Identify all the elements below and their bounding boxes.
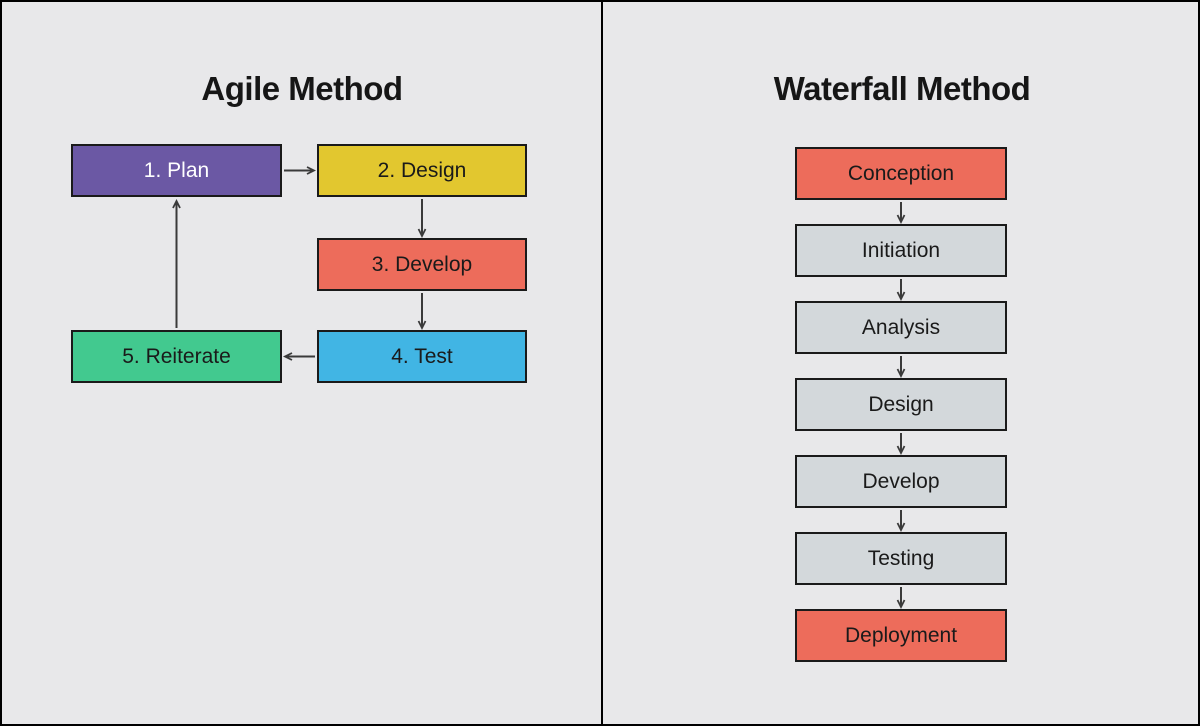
panel-divider <box>601 2 603 724</box>
waterfall-node-conception: Conception <box>795 147 1007 200</box>
waterfall-node-develop: Develop <box>795 455 1007 508</box>
waterfall-node-initiation: Initiation <box>795 224 1007 277</box>
waterfall-node-analysis: Analysis <box>795 301 1007 354</box>
waterfall-panel-title: Waterfall Method <box>773 70 1031 107</box>
waterfall-node-design: Design <box>795 378 1007 431</box>
agile-node-develop: 3. Develop <box>317 238 527 291</box>
agile-node-reiterate: 5. Reiterate <box>71 330 282 383</box>
agile-panel-title: Agile Method <box>201 70 403 107</box>
waterfall-node-testing: Testing <box>795 532 1007 585</box>
agile-node-plan: 1. Plan <box>71 144 282 197</box>
agile-node-design: 2. Design <box>317 144 527 197</box>
waterfall-node-deployment: Deployment <box>795 609 1007 662</box>
agile-node-test: 4. Test <box>317 330 527 383</box>
